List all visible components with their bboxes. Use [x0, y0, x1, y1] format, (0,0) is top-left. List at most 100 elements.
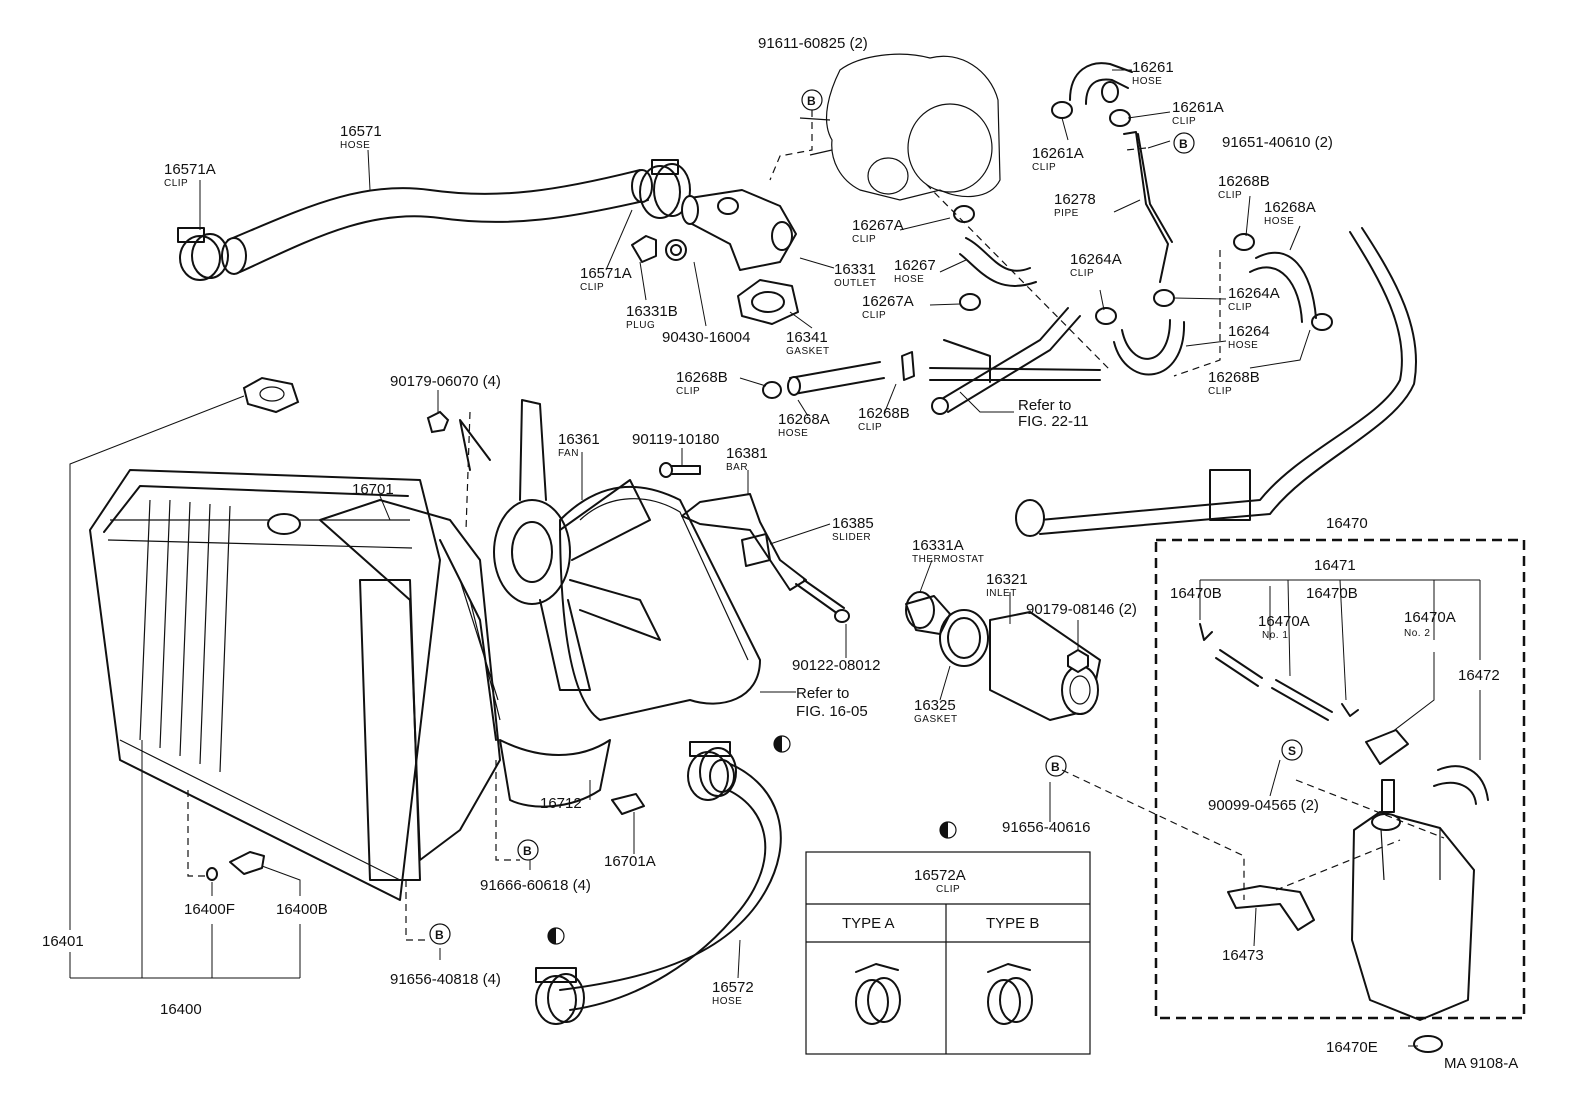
- svg-text:B: B: [1051, 760, 1060, 774]
- clip-16267A-bottom: [959, 293, 981, 311]
- svg-text:PIPE: PIPE: [1054, 208, 1079, 219]
- cap-16470E: [1413, 1035, 1443, 1053]
- callout-16470: 16470: [1326, 515, 1368, 532]
- callout-91656-40616: 91656-40616: [1002, 819, 1090, 836]
- cap-16470A-no2: [1365, 729, 1409, 765]
- svg-text:INLET: INLET: [986, 588, 1017, 599]
- callout-90122-08012: 90122-08012: [792, 657, 880, 674]
- clip-16268B-left: [762, 381, 782, 399]
- svg-text:HOSE: HOSE: [894, 274, 924, 285]
- hose-16268A-left: [787, 361, 885, 396]
- callout-16401: 16401: [42, 933, 84, 950]
- callout-16261A: 16261A: [1172, 99, 1224, 116]
- callout-16331B: 16331B: [626, 303, 678, 320]
- callout-16341: 16341: [786, 329, 828, 346]
- b-symbol: B: [801, 89, 823, 111]
- engine-block: [799, 53, 1001, 201]
- callout-16268B: 16268B: [1218, 173, 1270, 190]
- callout-16268B: 16268B: [858, 405, 910, 422]
- tank-16470: [1351, 779, 1475, 1021]
- callout-refer-fig-22-11: Refer to: [1018, 397, 1071, 414]
- svg-text:CLIP: CLIP: [164, 178, 188, 189]
- reserve-tank-frame: [1154, 538, 1526, 1020]
- svg-text:CLIP: CLIP: [1070, 268, 1094, 279]
- shroud-lower-16712: [499, 739, 611, 808]
- clip-16264A-right: [1153, 289, 1175, 307]
- clip-16261A-left: [1051, 101, 1073, 119]
- hose-16571: [221, 169, 653, 275]
- callout-90179-06070: 90179-06070 (4): [390, 373, 501, 390]
- callout-16321: 16321: [986, 571, 1028, 588]
- callout-16325: 16325: [914, 697, 956, 714]
- b-symbol: B: [1045, 755, 1067, 777]
- callout-16470E: 16470E: [1326, 1039, 1378, 1056]
- svg-text:HOSE: HOSE: [1228, 340, 1258, 351]
- svg-text:SLIDER: SLIDER: [832, 532, 871, 543]
- callout-90099-04565: 90099-04565 (2): [1208, 797, 1319, 814]
- nut-90179-08146: [1067, 648, 1089, 674]
- svg-text:FAN: FAN: [558, 448, 579, 459]
- callout-16385: 16385: [832, 515, 874, 532]
- heater-pipe: [1015, 227, 1418, 537]
- callout-16264: 16264: [1228, 323, 1270, 340]
- svg-text:HOSE: HOSE: [340, 140, 370, 151]
- svg-text:CLIP: CLIP: [580, 282, 604, 293]
- callout-16400F: 16400F: [184, 901, 235, 918]
- hose-16572: [559, 759, 782, 1011]
- svg-text:CLIP: CLIP: [858, 422, 882, 433]
- svg-text:CLIP: CLIP: [1208, 386, 1232, 397]
- leader-lines: [69, 69, 1481, 1047]
- half-circle-icon: [547, 927, 565, 945]
- callout-16572: 16572: [712, 979, 754, 996]
- callout-16701: 16701: [352, 481, 394, 498]
- half-circle-icon: [939, 821, 957, 839]
- callout-refer-fig-16-05: Refer to: [796, 685, 849, 702]
- callout-16264A: 16264A: [1228, 285, 1280, 302]
- bypass-pipe-assembly: [929, 307, 1101, 415]
- svg-text:GASKET: GASKET: [914, 714, 958, 725]
- svg-text:FIG. 22-11: FIG. 22-11: [1018, 413, 1089, 430]
- callout-16381: 16381: [726, 445, 768, 462]
- svg-text:THERMOSTAT: THERMOSTAT: [912, 554, 984, 565]
- callout-90119-10180: 90119-10180: [632, 431, 719, 448]
- svg-text:PLUG: PLUG: [626, 320, 655, 331]
- bolt-90179-06070: [426, 410, 450, 434]
- svg-text:OUTLET: OUTLET: [834, 278, 876, 289]
- hose-16264: [1113, 319, 1186, 376]
- callout-16278: 16278: [1054, 191, 1096, 208]
- callout-16571A: 16571A: [164, 161, 216, 178]
- svg-text:B: B: [435, 928, 444, 942]
- svg-text:B: B: [807, 94, 816, 108]
- svg-text:FIG. 16-05: FIG. 16-05: [796, 703, 868, 720]
- callout-16571A: 16571A: [580, 265, 632, 282]
- clip-16268B-right: [1311, 313, 1333, 331]
- svg-text:HOSE: HOSE: [1264, 216, 1294, 227]
- drain-cock-16400B: [229, 851, 265, 875]
- svg-text:S: S: [1288, 744, 1296, 758]
- retainer-16701A: [611, 793, 645, 815]
- hose-16267: [959, 237, 1037, 287]
- clip-16268B-mid: [901, 351, 915, 381]
- figure-code: MA 9108-A: [1444, 1055, 1518, 1072]
- hose-16472: [1433, 765, 1489, 805]
- circled-symbols: B B B B B S: [429, 89, 1303, 945]
- callout-16400B: 16400B: [276, 901, 328, 918]
- fan-16361: [459, 399, 661, 691]
- b-symbol: B: [517, 839, 539, 861]
- callout-16267A: 16267A: [852, 217, 904, 234]
- callout-16470B: 16470B: [1306, 585, 1358, 602]
- callout-91611-60825: 91611-60825 (2): [758, 35, 868, 52]
- svg-text:CLIP: CLIP: [862, 310, 886, 321]
- clip-16572A-bottom: [535, 967, 585, 1025]
- slider-16385: [741, 533, 771, 567]
- table-part-sub: CLIP: [936, 884, 960, 895]
- callout-16264A: 16264A: [1070, 251, 1122, 268]
- pipe-16278: [1123, 131, 1173, 283]
- b-symbol: B: [1173, 132, 1195, 154]
- callout-16268A: 16268A: [778, 411, 830, 428]
- svg-text:CLIP: CLIP: [852, 234, 876, 245]
- gasket-16325: [939, 609, 989, 667]
- callout-16400: 16400: [160, 1001, 202, 1018]
